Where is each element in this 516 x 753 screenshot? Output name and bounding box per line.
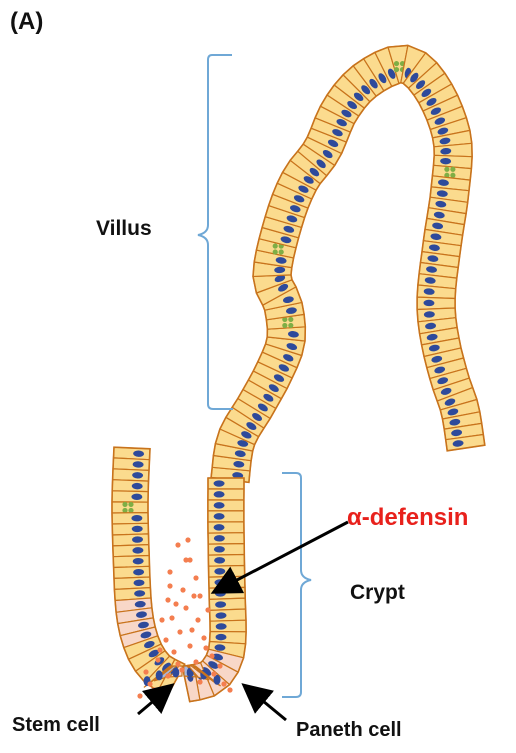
epithelial-cell <box>208 544 244 556</box>
goblet-granule <box>394 61 399 66</box>
defensin-granule <box>183 557 188 562</box>
crypt-left-wall <box>112 447 185 696</box>
epithelial-cell <box>209 587 245 599</box>
goblet-granule <box>282 323 287 328</box>
epithelial-cell <box>208 533 244 544</box>
nucleus <box>156 670 163 680</box>
epithelial-cell <box>208 489 244 500</box>
defensin-granule <box>171 649 176 654</box>
villus-bracket <box>198 55 233 409</box>
goblet-granule <box>273 243 278 248</box>
epithelial-cell <box>112 491 148 502</box>
defensin-granule <box>227 687 232 692</box>
paneth-cell-arrow <box>246 687 286 720</box>
epithelial-cell <box>112 513 148 524</box>
villus-label: Villus <box>96 217 152 241</box>
defensin-granule <box>195 617 200 622</box>
goblet-granule <box>288 323 293 328</box>
paneth-cell-label: Paneth cell <box>296 719 402 742</box>
defensin-granule <box>163 637 168 642</box>
defensin-granule <box>175 661 180 666</box>
goblet-granule <box>122 502 127 507</box>
villus-epithelium <box>211 45 485 482</box>
goblet-granule <box>279 249 284 254</box>
epithelial-cell <box>113 545 149 557</box>
defensin-granule <box>205 607 210 612</box>
defensin-granule <box>173 601 178 606</box>
defensin-granule <box>187 643 192 648</box>
epithelial-cell <box>210 620 246 632</box>
epithelial-cell <box>113 556 149 568</box>
defensin-granule <box>189 627 194 632</box>
goblet-granule <box>444 167 449 172</box>
defensin-granule <box>165 597 170 602</box>
defensin-granule <box>203 645 208 650</box>
defensin-granule <box>177 629 182 634</box>
alpha-defensin-label: α-defensin <box>347 504 468 532</box>
epithelial-cell <box>112 480 148 492</box>
nucleus <box>214 491 225 497</box>
defensin-granule <box>159 617 164 622</box>
defensin-granule <box>147 681 152 686</box>
epithelial-cell <box>113 534 149 546</box>
nucleus <box>214 502 225 508</box>
defensin-granule <box>167 583 172 588</box>
defensin-granule <box>197 593 202 598</box>
defensin-granule <box>193 575 198 580</box>
goblet-granule <box>450 173 455 178</box>
defensin-granule <box>157 647 162 652</box>
defensin-granule <box>155 657 160 662</box>
nucleus <box>172 667 179 677</box>
epithelial-cell <box>208 500 244 511</box>
defensin-granule <box>193 659 198 664</box>
defensin-granule <box>221 681 226 686</box>
defensin-granule <box>175 542 180 547</box>
epithelial-cell <box>113 469 149 481</box>
epithelial-cell <box>209 566 245 578</box>
goblet-granule <box>450 167 455 172</box>
defensin-granule <box>167 569 172 574</box>
nucleus <box>214 480 225 486</box>
defensin-granule <box>183 605 188 610</box>
nucleus <box>214 524 225 530</box>
defensin-granule <box>185 537 190 542</box>
goblet-granule <box>394 67 399 72</box>
panel-label: (A) <box>10 8 43 36</box>
epithelial-cell <box>208 511 244 522</box>
epithelial-cell <box>114 566 150 578</box>
defensin-granule <box>137 693 142 698</box>
defensin-granule <box>211 671 216 676</box>
stem-cell-label: Stem cell <box>12 714 100 737</box>
defensin-granule <box>201 635 206 640</box>
epithelial-cell <box>208 522 244 533</box>
defensin-granule <box>191 593 196 598</box>
crypt-bracket <box>282 473 311 697</box>
epithelial-cells <box>112 45 485 701</box>
defensin-granule <box>165 673 170 678</box>
defensin-granule <box>197 679 202 684</box>
epithelial-cell <box>210 609 246 621</box>
defensin-granule <box>209 653 214 658</box>
defensin-granule <box>169 615 174 620</box>
epithelial-cell <box>208 555 244 567</box>
defensin-granule <box>180 587 185 592</box>
epithelial-cell <box>112 523 148 535</box>
epithelial-cell <box>208 478 244 489</box>
defensin-granule <box>217 663 222 668</box>
nucleus <box>214 513 225 519</box>
defensin-granule <box>143 669 148 674</box>
goblet-granule <box>288 317 293 322</box>
goblet-granule <box>128 502 133 507</box>
epithelial-cell <box>209 598 245 610</box>
defensin-granule <box>151 687 156 692</box>
crypt-label: Crypt <box>350 581 405 605</box>
goblet-granule <box>273 249 278 254</box>
defensin-granule <box>179 667 184 672</box>
